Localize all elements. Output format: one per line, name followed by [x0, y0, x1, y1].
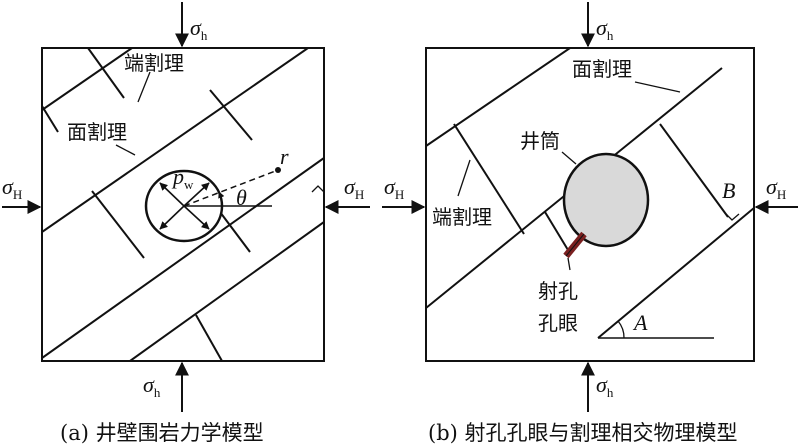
caption-a: (a) 井壁围岩力学模型 — [60, 421, 264, 445]
stress-label-top-a: σh — [190, 15, 208, 43]
stress-label-bottom-b: σh — [596, 372, 614, 400]
panel-b: σh σh σH σH 面割理 井筒 端割理 射孔 孔眼 A B (b) 射孔孔… — [382, 2, 798, 445]
caption-b: (b) 射孔孔眼与割理相交物理模型 — [428, 421, 738, 445]
right-angle-mark-b — [725, 213, 740, 221]
r-label: r — [280, 144, 289, 169]
butt-cleats-a — [41, 47, 253, 362]
leader-face-cleat-a — [115, 144, 136, 156]
butt-cleats-b — [453, 123, 729, 251]
face-cleat-label-a: 面割理 — [67, 120, 127, 144]
radius-line — [183, 169, 279, 207]
perforation-label-line2: 孔眼 — [538, 311, 578, 335]
rock-block-a — [41, 47, 325, 362]
leader-perforation — [567, 257, 571, 271]
stress-label-right-b: σH — [766, 174, 786, 202]
pw-label: pw — [171, 164, 194, 192]
point-r — [275, 167, 281, 173]
rock-block-b — [425, 47, 755, 362]
butt-cleat-label-b: 端割理 — [432, 205, 492, 229]
stress-label-bottom-a: σh — [143, 372, 161, 400]
theta-arc — [218, 191, 225, 207]
panel-a: σh σh σH σH 端割理 面割理 pw r θ (a) 井壁围岩力学模型 — [2, 2, 370, 445]
theta-label: θ — [236, 185, 247, 210]
leader-wellbore — [561, 151, 577, 165]
label-B: B — [722, 178, 735, 203]
stress-label-top-b: σh — [596, 15, 614, 43]
butt-cleat-label-a: 端割理 — [124, 51, 184, 75]
leader-butt-cleat-a — [137, 71, 151, 103]
label-A: A — [632, 310, 648, 335]
wellbore-pressure-arrows — [159, 182, 210, 230]
leader-face-cleat-b — [634, 81, 681, 93]
right-angle-mark-a — [311, 185, 325, 193]
perforation-label-line1: 射孔 — [538, 279, 578, 303]
face-cleats-a — [42, 48, 324, 361]
angle-arc-A — [617, 320, 625, 339]
face-cleat-label-b: 面割理 — [572, 57, 632, 81]
leader-butt-cleat-b — [457, 159, 471, 197]
stress-label-right-a: σH — [344, 174, 364, 202]
wellbore-label: 井筒 — [520, 129, 560, 153]
wellbore-b — [562, 152, 650, 248]
stress-label-left-a: σH — [2, 174, 22, 202]
stress-label-left-b: σH — [384, 174, 404, 202]
perforation-outline — [565, 233, 585, 257]
